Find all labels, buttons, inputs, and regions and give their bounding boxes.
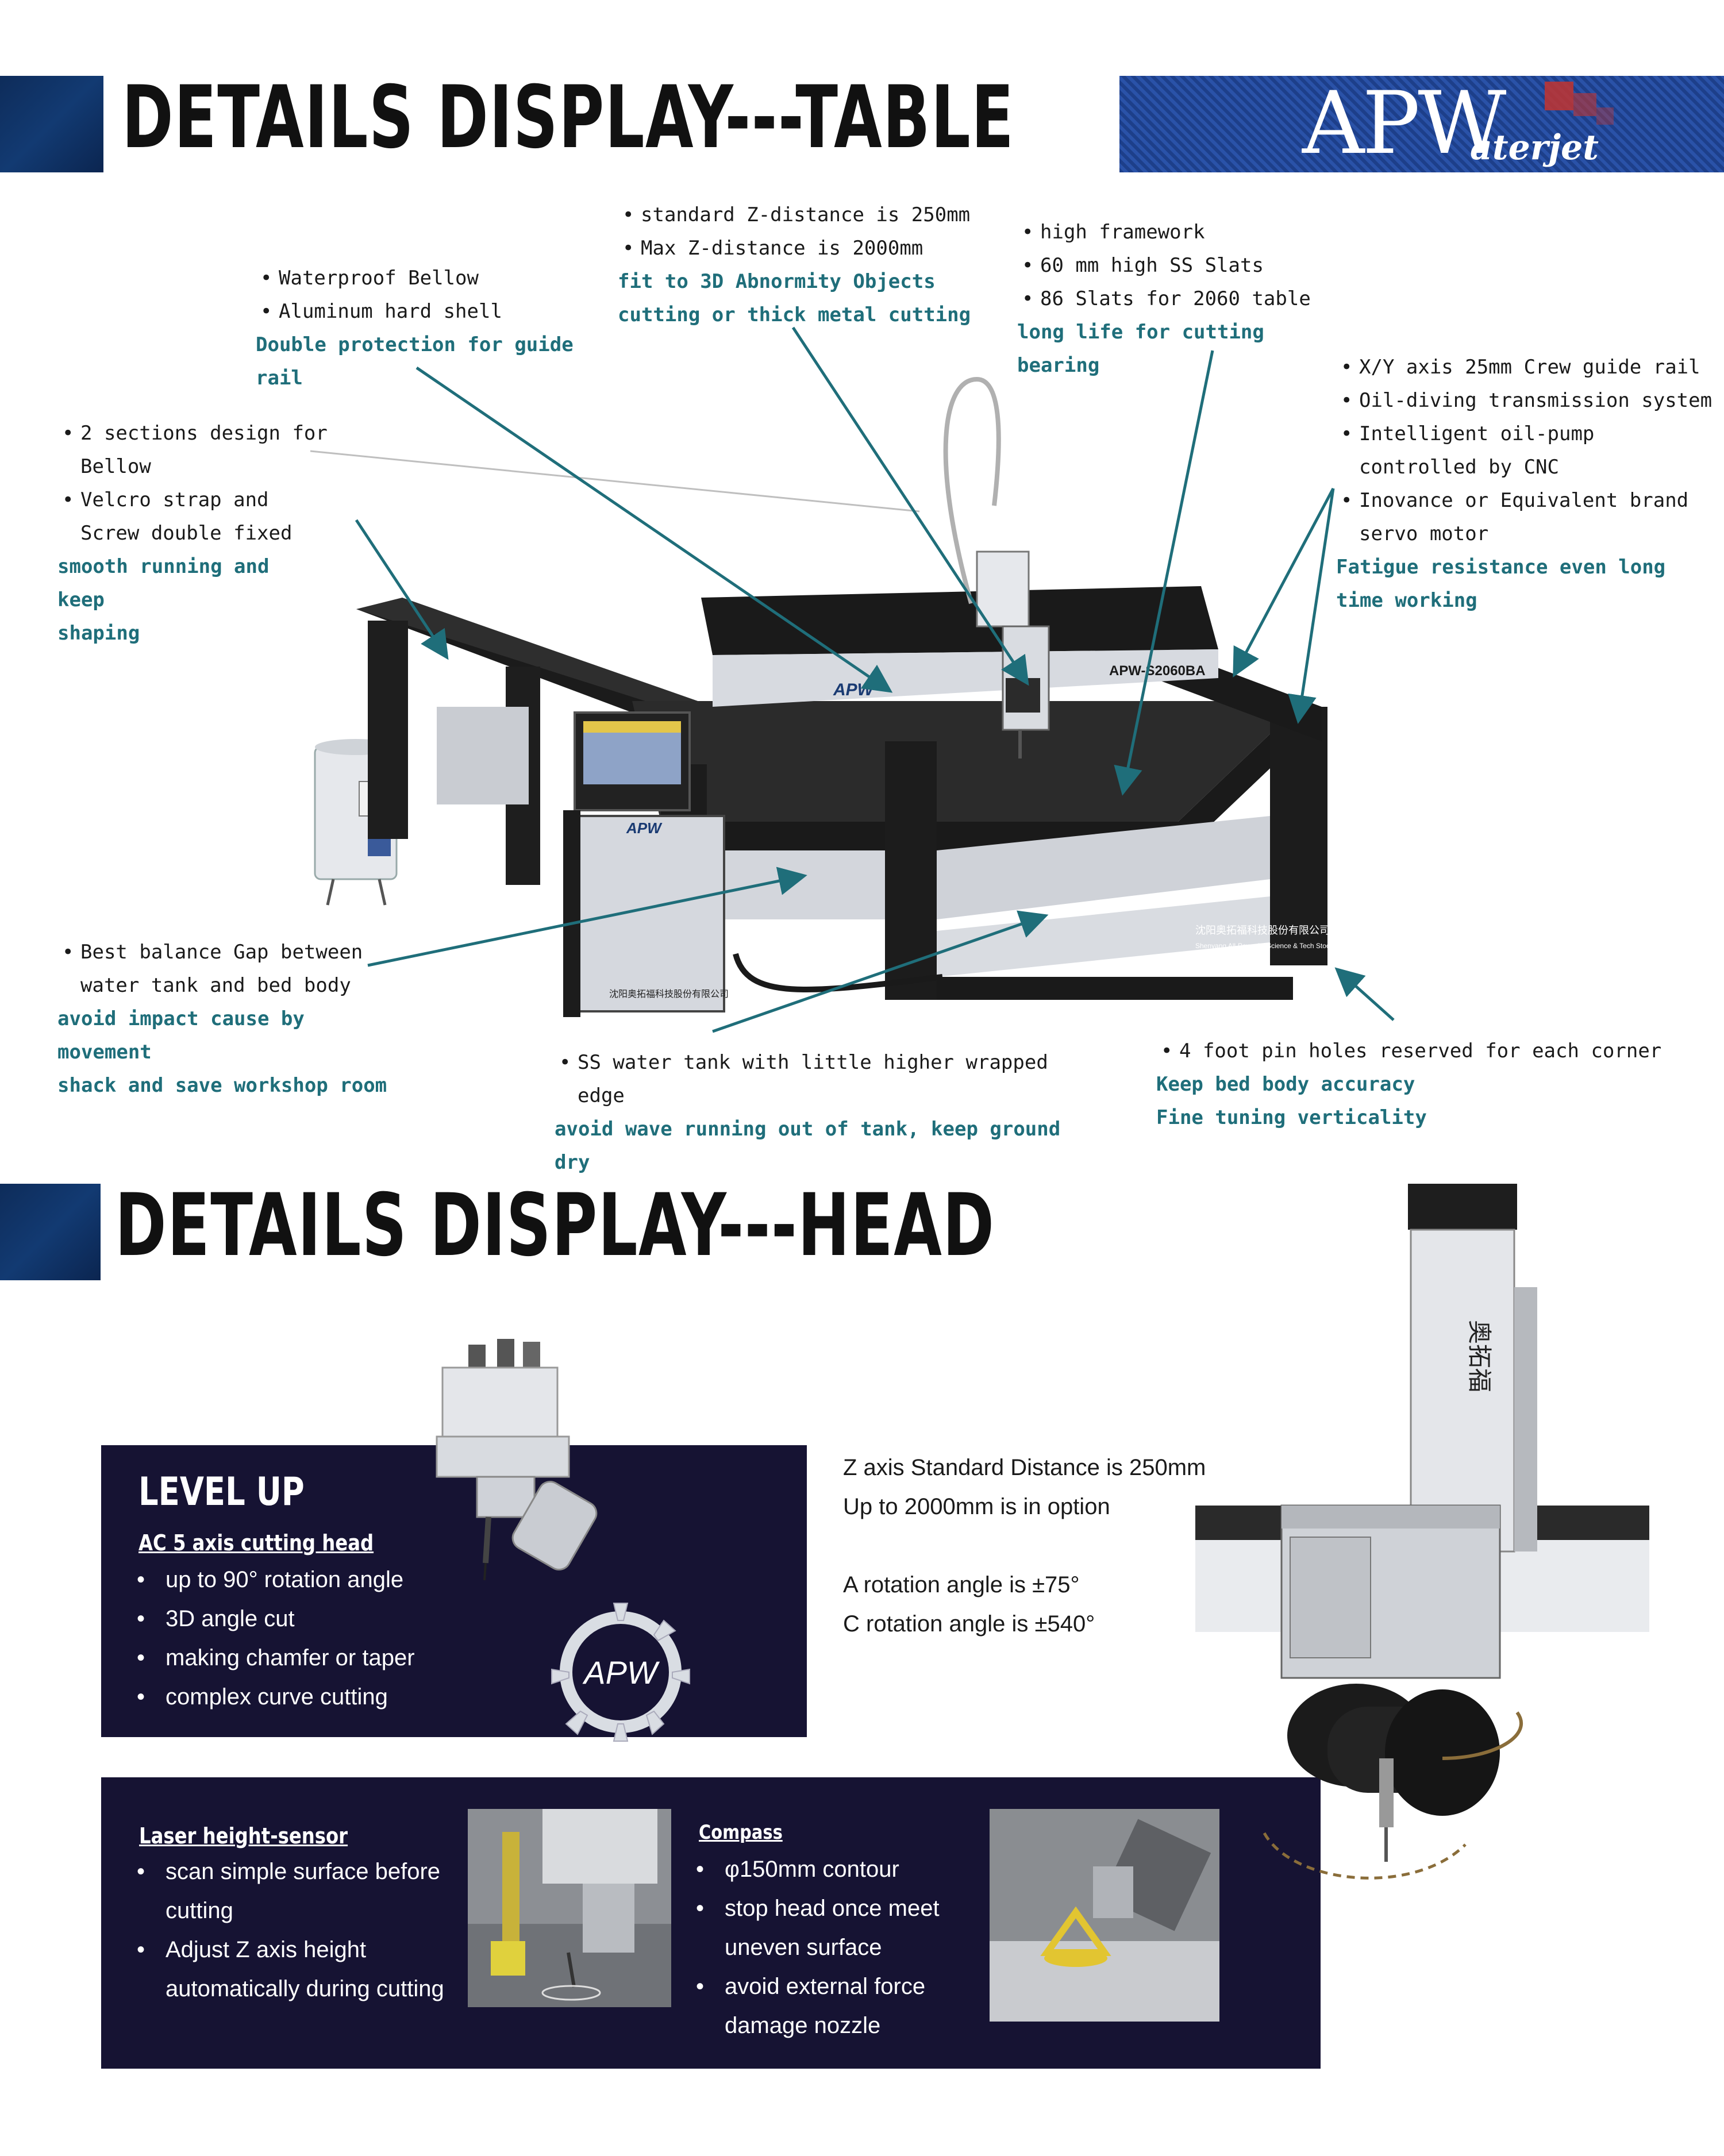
- logo-square-1: [1545, 82, 1573, 110]
- arrow-sections: [355, 519, 449, 660]
- logo-text: APW: [1302, 76, 1506, 172]
- annotation-zdistance: standard Z-distance is 250mm Max Z-dista…: [618, 198, 1020, 332]
- arrow-zdistance: [791, 326, 1029, 686]
- bellow-bullet-2: Aluminum hard shell: [256, 295, 578, 328]
- head-info-line-4: A rotation angle is ±75°: [843, 1572, 1080, 1597]
- level-up-title: LEVEL UP: [138, 1469, 305, 1515]
- logo-square-3: [1596, 107, 1614, 125]
- zdistance-highlight-1: fit to 3D Abnormity Objects: [618, 270, 936, 293]
- arrow-tank: [712, 910, 1049, 1033]
- guide-rail-bullet-1: X/Y axis 25mm Crew guide rail: [1336, 351, 1715, 384]
- framework-bullet-3: 86 Slats for 2060 table: [1017, 282, 1339, 315]
- arrow-balance: [367, 867, 807, 967]
- sections-bullet-2: Velcro strap and Screw double fixed: [57, 483, 328, 550]
- annotation-framework: high framework 60 mm high SS Slats 86 Sl…: [1017, 215, 1339, 382]
- cabinet-company-label: 沈阳奥拓福科技股份有限公司: [609, 989, 729, 999]
- table-section-block: [0, 76, 103, 172]
- emblem-text: APW: [582, 1654, 660, 1691]
- level-up-panel: LEVEL UP AC 5 axis cutting head up to 90…: [101, 1445, 807, 1737]
- balance-highlight-2: shack and save workshop room: [57, 1074, 387, 1097]
- head-info-text: Z axis Standard Distance is 250mm Up to …: [843, 1448, 1206, 1643]
- arrow-foot: [1334, 967, 1395, 1021]
- bellow-highlight: Double protection for guide rail: [256, 333, 574, 390]
- zdistance-bullet-2: Max Z-distance is 2000mm: [618, 232, 1020, 265]
- laser-sensor-title: Laser height-sensor: [139, 1823, 348, 1849]
- head-info-line-3: [843, 1526, 1199, 1565]
- guide-rail-highlight-2: time working: [1336, 589, 1477, 612]
- annotation-sections: 2 sections design for Bellow Velcro stra…: [57, 417, 328, 650]
- logo-square-2: [1573, 93, 1596, 116]
- level-up-item-1: up to 90° rotation angle: [125, 1560, 447, 1599]
- arrow-bellow: [415, 366, 893, 693]
- foot-bullet-1: 4 foot pin holes reserved for each corne…: [1156, 1034, 1662, 1068]
- annotation-tank: SS water tank with little higher wrapped…: [555, 1046, 1072, 1179]
- compass-photo: [990, 1809, 1219, 2022]
- sections-highlight-2: shaping: [57, 622, 140, 645]
- guide-rail-bullet-3: Intelligent oil-pump controlled by CNC: [1336, 417, 1715, 484]
- guide-rail-bullet-2: Oil-diving transmission system: [1336, 384, 1715, 417]
- guide-rail-highlight-1: Fatigue resistance even long: [1336, 556, 1666, 579]
- annotation-arrows: [355, 326, 1395, 1033]
- framework-highlight: long life for cutting bearing: [1017, 321, 1264, 377]
- arrow-framework: [1114, 350, 1214, 796]
- table-section-title: DETAILS DISPLAY---TABLE: [122, 68, 1015, 168]
- gantry-model-label: APW-S2060BA: [1109, 663, 1206, 679]
- zdistance-highlight-2: cutting or thick metal cutting: [618, 303, 971, 326]
- framework-bullet-2: 60 mm high SS Slats: [1017, 249, 1339, 282]
- laser-item-1: scan simple surface before cutting: [125, 1852, 447, 1930]
- annotation-balance: Best balance Gap between water tank and …: [57, 935, 402, 1102]
- balance-bullet-1: Best balance Gap between water tank and …: [57, 935, 402, 1002]
- head-info-line-1: Z axis Standard Distance is 250mm: [843, 1455, 1206, 1480]
- ac-cutting-head-image: [436, 1339, 598, 1581]
- laser-item-2: Adjust Z axis height automatically durin…: [125, 1930, 447, 2008]
- column-brand-cn: 奥拓福: [1466, 1320, 1493, 1392]
- framework-bullet-1: high framework: [1017, 215, 1339, 249]
- zdistance-bullet-1: standard Z-distance is 250mm: [618, 198, 1020, 232]
- guide-rail-bullet-4: Inovance or Equivalent brand servo motor: [1336, 484, 1715, 550]
- apw-logo: APW aterjet: [1119, 76, 1724, 172]
- annotation-guide-rail: X/Y axis 25mm Crew guide rail Oil-diving…: [1336, 351, 1715, 617]
- head-info-line-2: Up to 2000mm is in option: [843, 1494, 1110, 1519]
- laser-sensor-photo: [468, 1809, 671, 2007]
- level-up-item-2: 3D angle cut: [125, 1599, 447, 1638]
- head-info-line-5: C rotation angle is ±540°: [843, 1611, 1095, 1637]
- head-section-title: DETAILS DISPLAY---HEAD: [115, 1176, 995, 1276]
- foot-highlight-1: Keep bed body accuracy: [1156, 1073, 1415, 1096]
- balance-highlight-1: avoid impact cause by movement: [57, 1007, 305, 1064]
- tank-bullet-1: SS water tank with little higher wrapped…: [555, 1046, 1072, 1112]
- compass-item-1: φ150mm contour: [684, 1850, 983, 1889]
- cabinet-brand-label: APW: [626, 819, 663, 837]
- frame-company-label-en: Shenyang All-Powerful Science & Tech Sto…: [1195, 942, 1357, 950]
- level-up-subtitle: AC 5 axis cutting head: [138, 1530, 374, 1556]
- compass-item-2: stop head once meet uneven surface: [684, 1889, 983, 1967]
- arrow-guide-rail-2: [1288, 488, 1335, 724]
- level-up-item-4: complex curve cutting: [125, 1677, 447, 1716]
- head-section-block: [0, 1184, 101, 1280]
- frame-company-label-cn: 沈阳奥拓福科技股份有限公司: [1195, 925, 1330, 936]
- bellow-bullet-1: Waterproof Bellow: [256, 261, 578, 295]
- level-up-item-3: making chamfer or taper: [125, 1638, 447, 1677]
- waterjet-machine-illustration: APW APW-S2060BA APW 沈阳奥拓福科技股份有限公司 沈阳奥拓福科…: [310, 376, 1357, 1017]
- annotation-foot: 4 foot pin holes reserved for each corne…: [1156, 1034, 1662, 1134]
- arrow-guide-rail-1: [1233, 487, 1335, 677]
- sections-bullet-1: 2 sections design for Bellow: [57, 417, 328, 483]
- annotation-bellow: Waterproof Bellow Aluminum hard shell Do…: [256, 261, 578, 395]
- tank-highlight: avoid wave running out of tank, keep gro…: [555, 1118, 1061, 1174]
- apw-gear-emblem: APW: [551, 1603, 690, 1742]
- logo-subtext: aterjet: [1470, 128, 1599, 168]
- sections-highlight-1: smooth running and keep: [57, 555, 270, 611]
- compass-item-3: avoid external force damage nozzle: [684, 1967, 983, 2045]
- cutting-head-large-image: 奥拓福: [1195, 1184, 1649, 1880]
- compass-title: Compass: [699, 1821, 783, 1844]
- foot-highlight-2: Fine tuning verticality: [1156, 1106, 1427, 1129]
